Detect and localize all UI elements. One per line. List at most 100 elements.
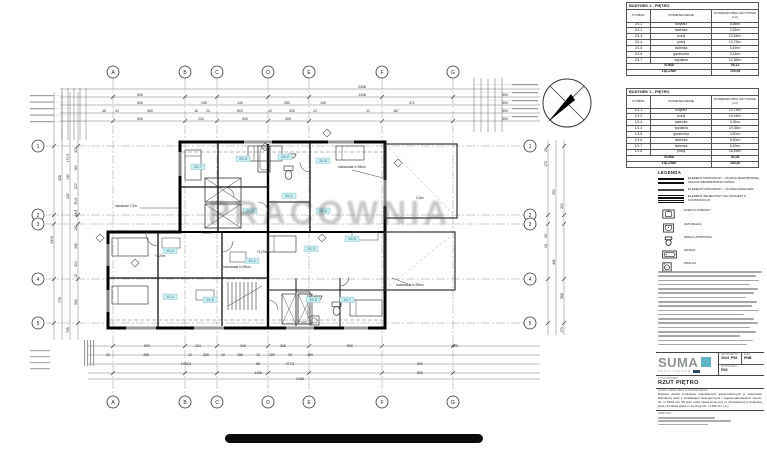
dimension-tick bbox=[379, 343, 385, 349]
grid-bubble-label: 4 bbox=[529, 277, 532, 283]
plan-annotation: balustrada h=95cm bbox=[338, 165, 366, 169]
walls bbox=[106, 140, 458, 330]
column-header: POMIESZCZENIE bbox=[650, 9, 713, 23]
dimension-label: 217 bbox=[74, 183, 78, 189]
dimension-tick bbox=[182, 118, 188, 124]
room-tag-label: 2/1.5 bbox=[319, 159, 327, 163]
grid-bubble-label: D bbox=[266, 400, 270, 406]
stage-value: PNB bbox=[744, 356, 752, 361]
dimension-tick bbox=[379, 118, 385, 124]
dimension-label: 1053,5 bbox=[181, 362, 191, 366]
room-tag-label: 2/1.2 bbox=[281, 155, 289, 159]
door-arc bbox=[339, 276, 350, 287]
note-line bbox=[658, 283, 750, 286]
grid-bubble bbox=[446, 395, 460, 409]
wall-exterior-swatch bbox=[658, 177, 684, 185]
dimension-label: 305 bbox=[74, 147, 78, 153]
dimension-tick bbox=[214, 343, 220, 349]
furniture-item bbox=[229, 251, 247, 263]
column-header: POWIERZCHNIA UŻYTKOWA [m²] bbox=[711, 9, 759, 23]
dimension-label: 24 bbox=[206, 109, 210, 113]
legend-item: PRALKA bbox=[658, 259, 764, 272]
dimension-label: 84,5 bbox=[74, 210, 78, 217]
dimension-label: 500 bbox=[502, 117, 508, 121]
table-title: BUDYNEK 2 - PIĘTRO bbox=[626, 1, 759, 11]
washer bbox=[309, 315, 320, 326]
dimension-tick bbox=[545, 276, 551, 282]
door-arc bbox=[221, 240, 234, 253]
dimension-tick bbox=[545, 143, 551, 149]
drawing-title-section: TYTUŁ RYSUNKU: RZUT PIĘTRO bbox=[656, 376, 764, 389]
note-line bbox=[658, 296, 747, 299]
legend-item-label: UMYWALKA bbox=[684, 221, 702, 226]
dimension-label: 140 bbox=[237, 101, 243, 105]
bathtub bbox=[257, 145, 271, 173]
bathtub-icon bbox=[662, 246, 677, 259]
room-tag bbox=[190, 163, 206, 170]
dimension-tick bbox=[182, 94, 188, 100]
dimension-label: 503 bbox=[237, 109, 243, 113]
dimension-label: 12 bbox=[366, 109, 370, 113]
dimension-tick bbox=[51, 221, 57, 227]
legend: LEGENDA ELEMENT MUROWANY – ŚCIANA ZEWNĘT… bbox=[658, 170, 764, 272]
room-tag bbox=[242, 207, 258, 214]
dimension-tick bbox=[265, 343, 271, 349]
logo-subtext: ARCHITEKTÓW bbox=[658, 370, 692, 373]
dimension-label: 320 bbox=[289, 109, 295, 113]
grid-bubble-label: B bbox=[183, 70, 187, 76]
dimension-tick bbox=[545, 221, 551, 227]
dimension-label: 500 bbox=[502, 109, 508, 113]
dimension-label: 2436 bbox=[296, 377, 304, 381]
dimension-label: 500 bbox=[137, 117, 143, 121]
note-line bbox=[658, 330, 756, 333]
legend-item-label: MISKA USTĘPOWA bbox=[684, 234, 712, 239]
door-arc bbox=[267, 299, 279, 311]
dimension-tick bbox=[450, 94, 456, 100]
room-tag bbox=[277, 153, 293, 160]
toilet-icon bbox=[662, 233, 675, 246]
dimension-label: 500 bbox=[144, 344, 150, 348]
drawing-title: RZUT PIĘTRO bbox=[658, 380, 699, 387]
room-tag bbox=[315, 207, 331, 214]
bed bbox=[111, 237, 149, 257]
grid-bubble-label: B bbox=[183, 400, 187, 406]
dimension-label: 540 bbox=[74, 299, 78, 305]
object-section: NAZWA I ADRES OBIEKTU BUDOWLANEGO: Budow… bbox=[656, 389, 764, 412]
grid-bubble-label: G bbox=[451, 400, 455, 406]
note-line bbox=[658, 322, 758, 324]
dimension-tick bbox=[110, 94, 116, 100]
grid-bubble bbox=[106, 65, 120, 79]
grid-bubble-label: E bbox=[307, 70, 311, 76]
legend-item-label: WANNA bbox=[684, 247, 696, 252]
dimension-label: 500 bbox=[417, 362, 423, 366]
grid-bubble-label: 5 bbox=[37, 321, 40, 327]
title-block: SUMA ARCHITEKTÓW NR PROJEKTU: 2024_P52 F… bbox=[656, 352, 764, 456]
room-tag-label: 2/1.6 bbox=[319, 209, 327, 213]
dimension-label: 140 bbox=[66, 174, 70, 180]
legend-item-label: PRALKA bbox=[684, 261, 697, 266]
grid-axes bbox=[46, 80, 524, 396]
plan-annotation: 3,3m² bbox=[416, 196, 424, 200]
drawing-number-cell: NR RYSUNKU: R02 bbox=[719, 365, 764, 376]
dimension-label: 1436 bbox=[358, 93, 366, 97]
stairs bbox=[204, 203, 242, 229]
dimension-label: 340 bbox=[240, 344, 246, 348]
dimension-label: 277,5 bbox=[286, 362, 295, 366]
legend-item: ELEMENT ŻELBETOWY WG PROJEKTU KONSTRUKCJ… bbox=[658, 194, 764, 204]
grid-bubble-label: G bbox=[451, 70, 455, 76]
note-line bbox=[658, 279, 759, 282]
dimension-label: 568 bbox=[560, 293, 564, 299]
dimension-label: 500 bbox=[417, 371, 423, 375]
grid-bubble-label: C bbox=[215, 70, 219, 76]
dimension-tick bbox=[561, 276, 567, 282]
dimension-label: 12 bbox=[268, 109, 272, 113]
dimension-tick bbox=[51, 320, 57, 326]
rc-element-swatch bbox=[658, 194, 684, 204]
legend-item: WANNA bbox=[658, 246, 764, 259]
dimension-tick bbox=[75, 143, 81, 149]
legend-item: MISKA USTĘPOWA bbox=[658, 233, 764, 246]
room-tag-label: 1/1.8 bbox=[206, 298, 214, 302]
